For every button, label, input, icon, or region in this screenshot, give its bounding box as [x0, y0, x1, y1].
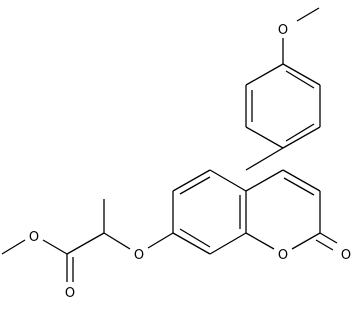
benzo-double-bond-a [179, 176, 211, 195]
pyrone-bond-o1-c8a [245, 232, 275, 250]
coumarin-benzo-ring [172, 169, 247, 255]
bond-o-methyl [1, 239, 26, 255]
pyrone-bond-c4-c3 [282, 169, 321, 192]
ring-double-bond-c [285, 70, 315, 89]
ring-bond-6 [282, 63, 321, 86]
aryl-ether-oxygen-label: O [134, 248, 144, 263]
benzo-bond-6 [209, 169, 247, 192]
ring-bond-1 [245, 63, 284, 86]
ring-bond-4 [282, 126, 321, 149]
carbonyl-bond-2 [315, 239, 334, 251]
ring-oxygen-label: O [278, 248, 288, 263]
lactone-carbonyl: O [315, 232, 351, 263]
bond-ch-carbonyl-c [66, 232, 105, 255]
carbonyl-bond-1 [319, 232, 338, 244]
benzo-bond-3 [172, 232, 211, 255]
methoxy-group: O [278, 7, 320, 64]
pyrone-double-bond-c4-c3 [283, 177, 315, 196]
methoxyphenyl-ring [245, 63, 321, 149]
pyrone-bond-c4a-c4 [245, 169, 284, 192]
aryl-ether: O [103, 232, 174, 263]
propanoate-chain: O O [1, 199, 105, 301]
benzo-bond-1 [172, 169, 211, 192]
benzo-bond-4 [209, 232, 247, 255]
bond-methyl-o [296, 7, 320, 22]
bond-carbonyl-c-o [42, 239, 68, 255]
methoxy-oxygen-label: O [278, 23, 288, 38]
pyrone-bond-c2-o1 [291, 232, 321, 250]
bond-o-ch [103, 232, 131, 250]
ester-ether-oxygen-label: O [29, 230, 39, 245]
coumarin-pyrone-ring: O [245, 169, 321, 263]
ring-bond-3 [245, 126, 284, 149]
lactone-carbonyl-oxygen-label: O [341, 248, 351, 263]
ring-double-bond-b [285, 123, 315, 142]
ester-carbonyl-oxygen-label: O [65, 286, 75, 301]
benzo-double-bond-b [179, 228, 211, 248]
bond-c7-o [147, 232, 174, 249]
bond-aryl-coumarin [245, 147, 284, 171]
